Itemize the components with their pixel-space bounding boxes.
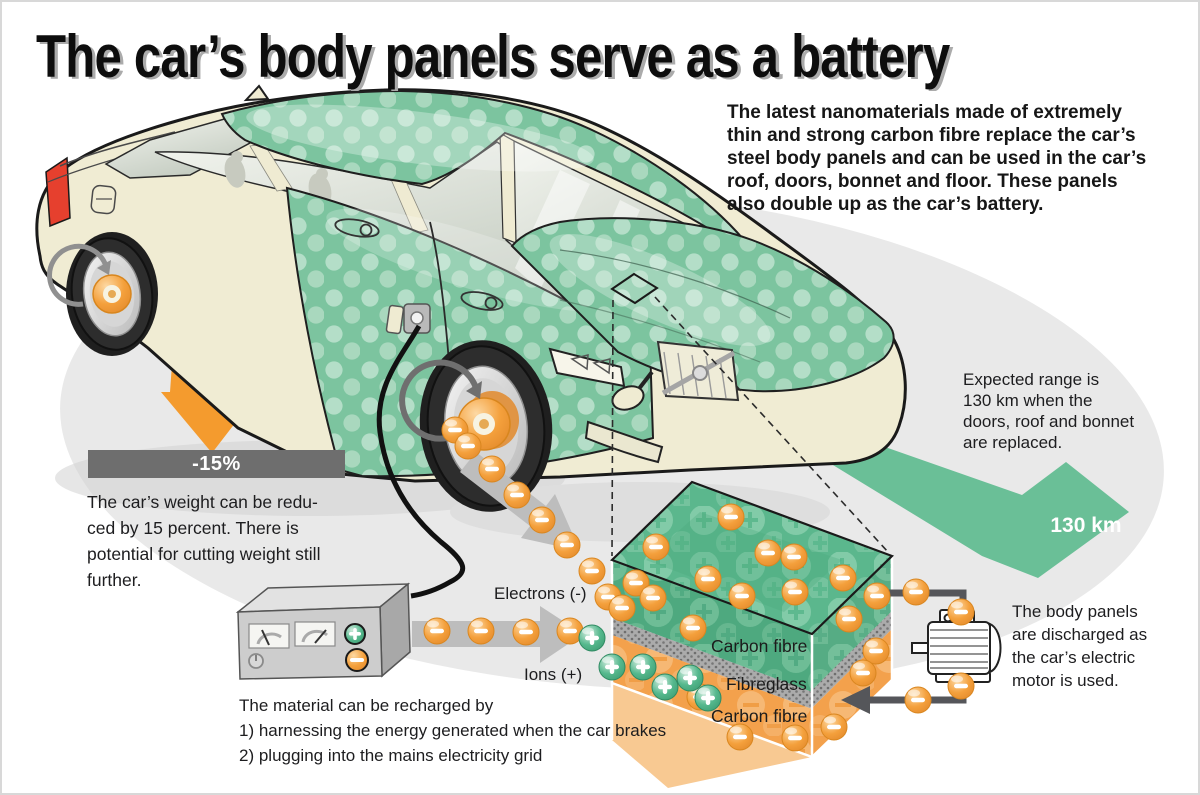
rotation-arrow-icon (47, 243, 111, 307)
bumper-intake (584, 420, 664, 464)
grille (656, 340, 740, 402)
power-button-icon (248, 653, 264, 669)
layer-label-carbon-bottom: Carbon fibre (711, 706, 808, 726)
range-arrow-label: 130 km (1050, 514, 1122, 537)
charge-port (385, 303, 431, 335)
door-handle (334, 218, 504, 311)
electrons-label: Electrons (-) (494, 584, 587, 603)
charge-cable (376, 324, 466, 599)
gauge-icon (248, 623, 290, 649)
front-wheel (399, 340, 553, 512)
rotation-arrow-icon (399, 359, 482, 442)
side-mirror (611, 370, 654, 411)
headlight (548, 347, 626, 388)
bonnet-sample-outline (610, 272, 659, 305)
layer-label-carbon-top: Carbon fibre (711, 636, 808, 656)
rear-wheel (47, 232, 158, 356)
return-arrow-icon (841, 686, 870, 714)
page-title: The car’s body panels serve as a battery (36, 23, 950, 90)
ions-label: Ions (+) (524, 665, 583, 684)
dashed-callout-lines (611, 296, 889, 557)
gauge-icon (294, 621, 336, 647)
charger-device (235, 582, 411, 680)
tail-light (45, 156, 71, 228)
layer-label-fibreglass: Fibreglass (726, 674, 807, 694)
intro-paragraph: The latest nanomaterials made of extreme… (727, 102, 1147, 215)
weight-badge-label: -15% (192, 452, 241, 475)
weight-badge: -15% (88, 450, 345, 478)
fuel-flap (90, 184, 117, 215)
range-arrow-icon (828, 427, 1129, 578)
antenna-fin (243, 84, 270, 102)
weight-caption: The car’s weight can be redu-ced by 15 p… (87, 492, 321, 590)
